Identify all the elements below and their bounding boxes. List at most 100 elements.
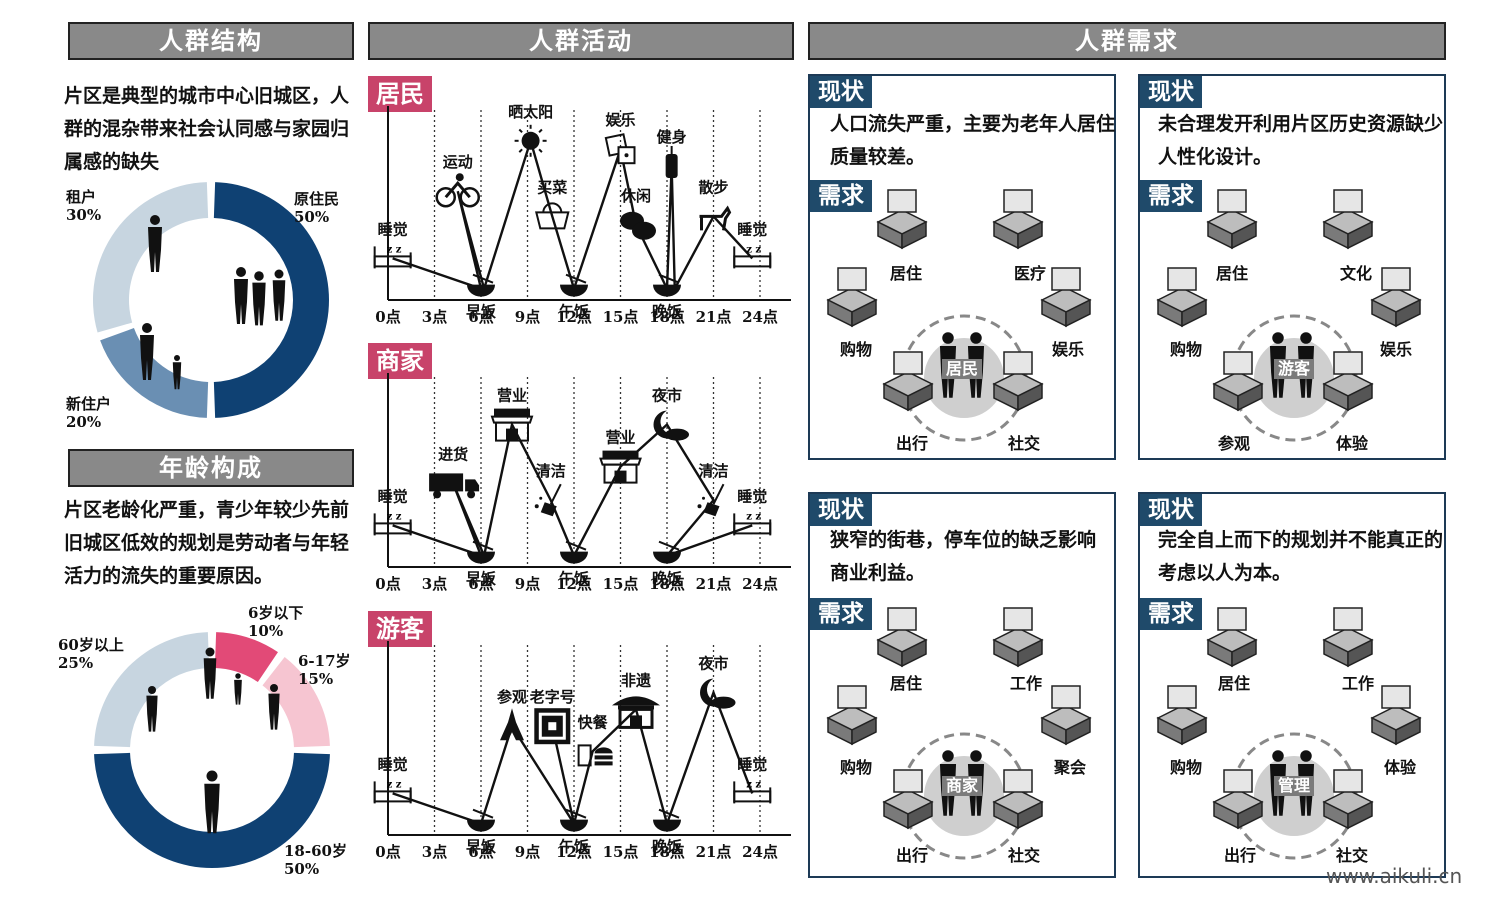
activity-label: 进货 xyxy=(438,445,468,463)
structure-donut xyxy=(93,182,329,418)
moon-icon xyxy=(700,678,736,709)
activity-label: 非遗 xyxy=(621,671,651,689)
need-item-icon xyxy=(876,607,928,668)
activity-line xyxy=(392,136,754,294)
needs-ring xyxy=(1156,607,1422,860)
tag-residents: 居民 xyxy=(368,76,432,112)
broom-icon xyxy=(534,483,562,517)
fastfood-icon xyxy=(577,744,613,767)
status-text: 完全自上而下的规划并不能真正的考虑以人为本。 xyxy=(1158,529,1444,584)
bed-icon: z z xyxy=(373,244,412,269)
status-tag: 现状 xyxy=(810,494,872,526)
tick-label: 15点 xyxy=(603,575,639,593)
tick-label: 6点 xyxy=(468,575,493,593)
tick-label: 9点 xyxy=(515,843,540,861)
needs-ring xyxy=(826,189,1092,442)
donut-slice-1 xyxy=(262,657,330,748)
need-label: 社交 xyxy=(1007,434,1040,453)
chat-icon xyxy=(620,211,656,240)
need-item-icon xyxy=(1322,351,1374,412)
need-label: 文化 xyxy=(1339,264,1372,283)
tag-merchants: 商家 xyxy=(368,343,432,379)
need-label: 娱乐 xyxy=(1379,340,1412,359)
activity-label: 睡觉 xyxy=(378,487,408,505)
bowl-icon xyxy=(560,540,588,564)
bowl-icon xyxy=(560,808,588,832)
activity-label: 夜市 xyxy=(697,655,728,673)
need-item-icon xyxy=(1040,685,1092,746)
panel-tourists: 现状 未合理发开利用片区历史资源缺少人性化设计。 需求 居住 文化 购物 娱乐 … xyxy=(1138,74,1446,460)
header-activity: 人群活动 xyxy=(368,22,794,60)
svg-text:z z: z z xyxy=(746,779,761,790)
activity-label: 午饭 xyxy=(559,838,589,856)
panel-management: 现状 完全自上而下的规划并不能真正的考虑以人为本。 需求 居住 工作 购物 体验… xyxy=(1138,492,1446,878)
bowl-icon xyxy=(653,808,681,832)
tick-label: 9点 xyxy=(515,575,540,593)
svg-text:z z: z z xyxy=(746,244,761,255)
truck-icon xyxy=(429,473,480,499)
tick-label: 18点 xyxy=(649,843,685,861)
tick-label: 21点 xyxy=(696,843,732,861)
activity-label: 营业 xyxy=(605,429,635,447)
tick-label: 6点 xyxy=(468,308,493,326)
basket-icon xyxy=(535,202,570,230)
need-label: 工作 xyxy=(1341,674,1374,693)
activity-label: 睡觉 xyxy=(378,755,408,773)
sun-icon xyxy=(514,124,547,157)
dice-icon xyxy=(604,133,636,165)
donut-slice-0 xyxy=(214,632,278,683)
need-item-icon xyxy=(1370,685,1422,746)
needs-ring xyxy=(1156,189,1422,442)
need-item-icon xyxy=(992,607,1044,668)
tick-label: 21点 xyxy=(696,308,732,326)
pavilion-icon xyxy=(612,696,660,729)
tick-label: 3点 xyxy=(422,308,447,326)
activity-label: 午饭 xyxy=(559,303,589,321)
bowl-icon xyxy=(467,808,495,832)
status-tag: 现状 xyxy=(1140,494,1202,526)
needs-ring xyxy=(826,607,1092,860)
bed-icon: z z xyxy=(373,779,412,804)
need-item-icon xyxy=(1212,351,1264,412)
activity-label: 营业 xyxy=(497,387,527,405)
tower-icon xyxy=(500,708,524,741)
need-label: 体验 xyxy=(1383,758,1416,777)
status-tag: 现状 xyxy=(1140,76,1202,108)
need-label: 聚会 xyxy=(1053,758,1086,777)
laozihao-icon xyxy=(534,708,571,745)
svg-text:z z: z z xyxy=(387,511,402,522)
status-text: 未合理发开利用片区历史资源缺少人性化设计。 xyxy=(1158,113,1444,168)
age-donut xyxy=(94,632,330,868)
need-item-icon xyxy=(1322,189,1374,250)
header-needs: 人群需求 xyxy=(808,22,1446,60)
bed-icon: z z xyxy=(733,511,772,536)
tick-label: 0点 xyxy=(375,308,400,326)
svg-text:z z: z z xyxy=(387,244,402,255)
bike-icon xyxy=(435,173,480,208)
need-label: 体验 xyxy=(1335,434,1368,453)
bowl-icon xyxy=(467,273,495,297)
header-structure: 人群结构 xyxy=(68,22,354,60)
status-text: 人口流失严重，主要为老年人居住质量较差。 xyxy=(830,113,1116,168)
header-age: 年龄构成 xyxy=(68,449,354,487)
activity-label: 夜市 xyxy=(651,387,682,405)
need-item-icon xyxy=(1206,189,1258,250)
need-item-icon xyxy=(992,351,1044,412)
activity-label: 早饭 xyxy=(466,570,496,588)
activity-label: 运动 xyxy=(443,153,473,171)
activity-label: 睡觉 xyxy=(737,487,767,505)
need-label: 购物 xyxy=(1169,340,1202,359)
center-label: 管理 xyxy=(1274,776,1315,796)
tick-label: 15点 xyxy=(603,843,639,861)
donut-slice-1 xyxy=(100,328,209,418)
need-label: 社交 xyxy=(1335,846,1368,865)
activity-label: 散步 xyxy=(698,178,728,196)
donut-slice-2 xyxy=(94,752,330,868)
watermark: www.aikuli.cn xyxy=(1326,864,1463,888)
need-label: 购物 xyxy=(839,340,872,359)
